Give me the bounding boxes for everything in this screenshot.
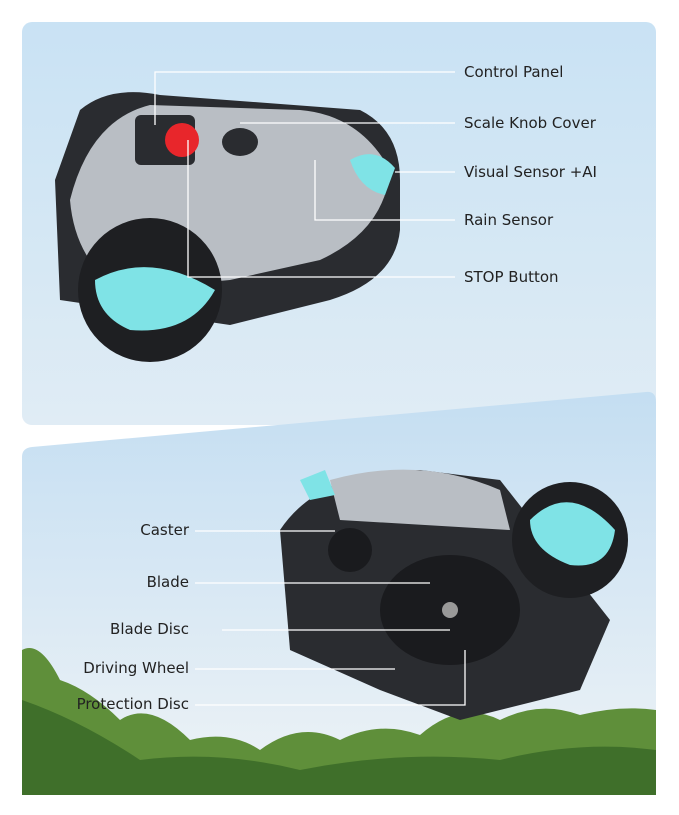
label-scale-knob-cover: Scale Knob Cover <box>464 114 596 132</box>
label-rain-sensor: Rain Sensor <box>464 211 554 229</box>
leader-lines <box>154 71 466 706</box>
label-blade: Blade <box>146 573 189 591</box>
mower-top-image <box>55 92 400 362</box>
trees-background <box>22 648 656 795</box>
label-caster: Caster <box>140 521 189 539</box>
label-stop-button: STOP Button <box>464 268 559 286</box>
label-driving-wheel: Driving Wheel <box>83 659 189 677</box>
label-blade-disc: Blade Disc <box>110 620 189 638</box>
label-control-panel: Control Panel <box>464 63 564 81</box>
label-visual-sensor: Visual Sensor +AI <box>464 163 597 181</box>
label-protection-disc: Protection Disc <box>76 695 189 713</box>
